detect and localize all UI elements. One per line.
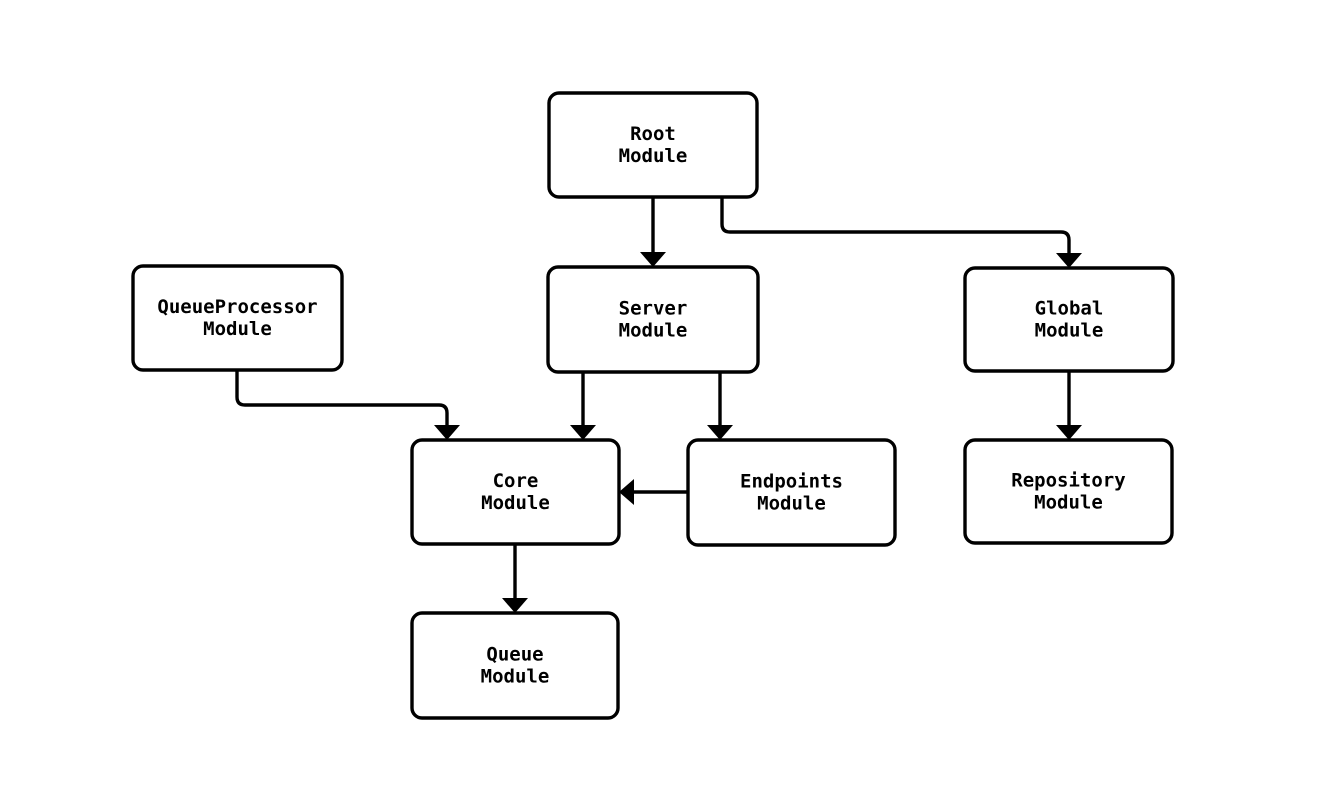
edge-line-queueprocessor-to-core [235,368,449,429]
node-box-global [963,266,1175,373]
edge-queueprocessor-to-core [235,368,460,440]
node-box-root [547,91,759,199]
edge-root-to-server [640,195,666,267]
arrowhead-server-to-endpoints [707,425,733,440]
node-box-queueprocessor [131,264,344,372]
edge-root-to-global [720,195,1082,268]
edge-server-to-core [570,370,596,440]
arrowhead-core-to-queue [502,598,528,613]
arrowhead-server-to-core [570,425,596,440]
arrowhead-global-to-repository [1056,425,1082,440]
node-box-repository [963,438,1174,545]
edge-line-root-to-global [720,195,1071,257]
node-box-server [546,265,760,374]
edge-server-to-endpoints [707,370,733,440]
node-box-core [410,438,621,546]
arrowhead-queueprocessor-to-core [434,425,460,440]
edge-core-to-queue [502,542,528,613]
edge-endpoints-to-core [619,479,690,505]
node-box-endpoints [686,438,897,547]
arrowhead-root-to-server [640,252,666,267]
arrowhead-root-to-global [1056,253,1082,268]
edge-global-to-repository [1056,369,1082,440]
arrowhead-endpoints-to-core [619,479,634,505]
node-box-queue [410,611,620,720]
